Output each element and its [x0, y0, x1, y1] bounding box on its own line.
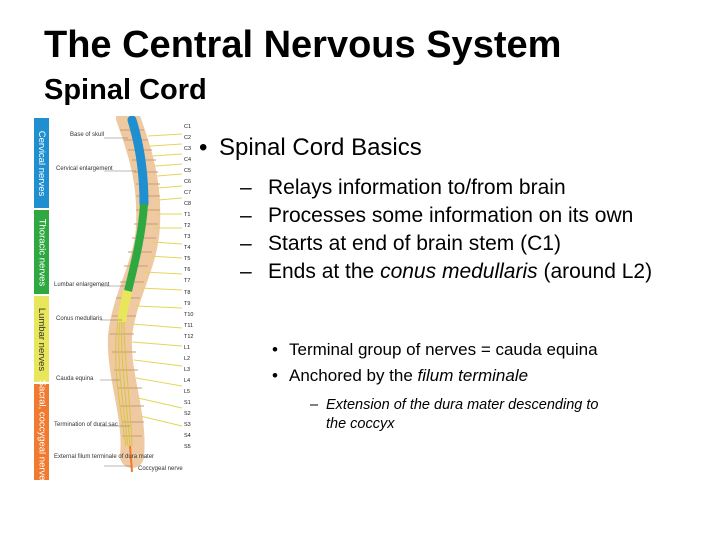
vertebra-label: S2 — [184, 410, 191, 417]
spinal-cord-figure: Cervical nerves Thoracic nerves Lumbar n… — [32, 116, 214, 485]
bullet-marker: • — [199, 134, 208, 161]
sub-bullet-text-pre: Anchored by the — [289, 366, 418, 385]
vertebra-label: T2 — [184, 223, 191, 230]
list-item-text: Starts at end of brain stem (C1) — [268, 232, 561, 255]
vertebra-label: C8 — [184, 201, 192, 208]
sub-bullet-text: Terminal group of nerves = cauda equina — [289, 340, 598, 359]
note-line-2: the coccyx — [326, 416, 395, 432]
vertebra-label: C2 — [184, 135, 192, 142]
sub-bullet-list: •Terminal group of nerves = cauda equina… — [272, 337, 692, 389]
sub-bullet: •Anchored by the filum terminale — [272, 366, 529, 385]
dura-mater-note: –Extension of the dura mater descending … — [310, 396, 670, 434]
slide-subtitle: Spinal Cord — [44, 74, 207, 106]
vertebra-label: L5 — [184, 388, 191, 395]
vertebra-label: C1 — [184, 124, 192, 130]
basics-list: –Relays information to/from brain –Proce… — [240, 174, 690, 286]
vertebra-label: C5 — [184, 168, 192, 175]
vertebra-label: T10 — [184, 311, 194, 318]
label-termination-dural-sac: Termination of dural sac — [54, 422, 118, 428]
list-item: –Processes some information on its own — [240, 202, 690, 230]
list-item-text-post: (around L2) — [537, 260, 653, 283]
vertebra-label: T1 — [184, 212, 191, 219]
band-sacral: Sacral, coccygeal nerves — [34, 379, 49, 485]
vertebra-label: T11 — [184, 322, 194, 329]
vertebra-label: T8 — [184, 289, 191, 296]
band-cervical: Cervical nerves — [34, 118, 49, 208]
vertebra-label: C7 — [184, 190, 192, 197]
vertebra-label: S1 — [184, 399, 191, 406]
vertebra-label: S5 — [184, 444, 191, 450]
vertebra-label: L1 — [184, 344, 191, 351]
vertebra-label: L4 — [184, 377, 191, 384]
spine-drawing — [100, 116, 183, 473]
vertebra-label: C6 — [184, 179, 192, 186]
bullet-text: Spinal Cord Basics — [219, 134, 422, 161]
bullet-spinal-cord-basics: • Spinal Cord Basics — [199, 134, 422, 162]
label-external-filum: External filum terminale of dura mater — [54, 454, 155, 460]
vertebra-label: T6 — [184, 267, 191, 274]
vertebra-label: T7 — [184, 278, 191, 285]
band-lumbar: Lumbar nerves — [34, 296, 49, 382]
list-item: –Starts at end of brain stem (C1) — [240, 230, 690, 258]
sub-bullet: •Terminal group of nerves = cauda equina — [272, 337, 692, 363]
label-cauda-equina: Cauda equina — [56, 376, 94, 382]
list-item: –Ends at the conus medullaris (around L2… — [240, 260, 653, 283]
vertebra-label: T5 — [184, 256, 191, 263]
list-item-text-pre: Ends at the — [268, 260, 381, 283]
label-conus-medullaris: Conus medullaris — [56, 316, 103, 322]
list-item-text: Relays information to/from brain — [268, 176, 566, 199]
vertebra-label: T9 — [184, 300, 191, 307]
vertebra-label: C4 — [184, 157, 192, 164]
band-thoracic: Thoracic nerves — [34, 210, 49, 294]
note-line-1: Extension of the dura mater descending t… — [326, 397, 599, 413]
vertebra-label: L2 — [184, 355, 191, 362]
list-item-emphasis: conus medullaris — [380, 260, 538, 283]
vertebra-label: T4 — [184, 245, 191, 252]
vertebra-label: C3 — [184, 146, 192, 153]
label-coccygeal-nerve: Coccygeal nerve — [138, 466, 183, 472]
vertebra-label: S3 — [184, 421, 191, 428]
vertebra-label: L3 — [184, 366, 191, 373]
list-item-text: Processes some information on its own — [268, 204, 634, 227]
label-lumbar-enlargement: Lumbar enlargement — [54, 282, 110, 288]
label-cervical-enlargement: Cervical enlargement — [56, 166, 113, 172]
label-base-of-skull: Base of skull — [70, 132, 105, 138]
sub-bullet-emphasis: filum terminale — [417, 366, 529, 385]
vertebra-label: S4 — [184, 432, 191, 439]
vertebra-label: T3 — [184, 234, 191, 241]
vertebra-label: T12 — [184, 333, 194, 340]
slide-title: The Central Nervous System — [44, 24, 562, 66]
list-item: –Relays information to/from brain — [240, 174, 690, 202]
